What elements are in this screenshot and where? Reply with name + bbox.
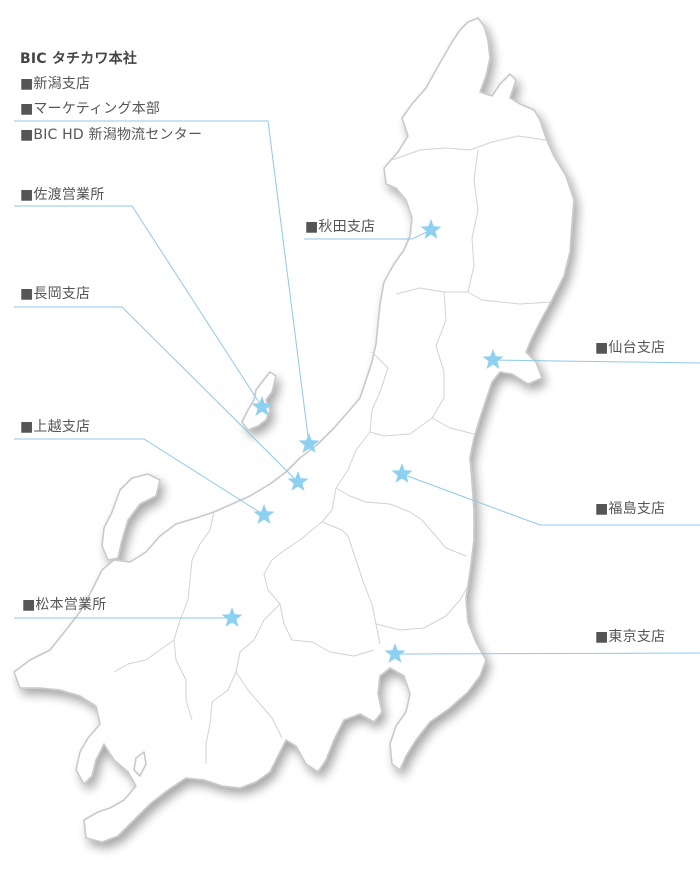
label-sendai-branch[interactable]: ■仙台支店 — [595, 340, 666, 356]
label-head-office[interactable]: BIC タチカワ本社 — [20, 51, 138, 67]
leader-marketing — [14, 120, 310, 445]
tokyo-star-icon[interactable] — [384, 643, 406, 663]
label-tokyo-branch[interactable]: ■東京支店 — [595, 629, 666, 645]
leader-fukushima — [401, 473, 700, 526]
leader-sado — [14, 205, 263, 408]
label-akita-branch[interactable]: ■秋田支店 — [305, 219, 376, 235]
leader-tokyo — [394, 652, 700, 655]
label-nagaoka-branch[interactable]: ■長岡支店 — [20, 286, 91, 302]
label-niigata-branch[interactable]: ■新潟支店 — [20, 76, 91, 92]
niigata-star-icon[interactable] — [298, 433, 320, 453]
leader-joetsu — [14, 438, 265, 516]
leader-akita — [304, 229, 432, 240]
label-joetsu-branch[interactable]: ■上越支店 — [20, 419, 91, 435]
nagaoka-star-icon[interactable] — [287, 471, 309, 491]
leader-lines — [14, 120, 700, 655]
label-marketing-hq[interactable]: ■マーケティング本部 — [20, 101, 161, 117]
sado-star-icon[interactable] — [251, 396, 273, 416]
label-matsumoto-office[interactable]: ■松本営業所 — [22, 597, 107, 613]
prefecture-borders — [113, 135, 553, 764]
leader-nagaoka — [14, 306, 299, 483]
noto-peninsula — [101, 473, 161, 561]
honshu-landmass — [13, 17, 575, 843]
leader-sendai — [492, 359, 700, 364]
label-logistics-center[interactable]: ■BIC HD 新潟物流センター — [20, 127, 203, 143]
fukushima-star-icon[interactable] — [391, 463, 413, 483]
matsumoto-star-icon[interactable] — [221, 607, 243, 627]
joetsu-star-icon[interactable] — [253, 504, 275, 524]
sado-island — [241, 371, 277, 431]
sendai-star-icon[interactable] — [482, 349, 504, 369]
small-island — [133, 751, 147, 777]
label-fukushima-branch[interactable]: ■福島支店 — [595, 501, 666, 517]
office-markers — [221, 219, 504, 663]
label-sado-office[interactable]: ■佐渡営業所 — [20, 187, 105, 203]
akita-star-icon[interactable] — [420, 219, 442, 239]
landmass — [13, 17, 575, 843]
